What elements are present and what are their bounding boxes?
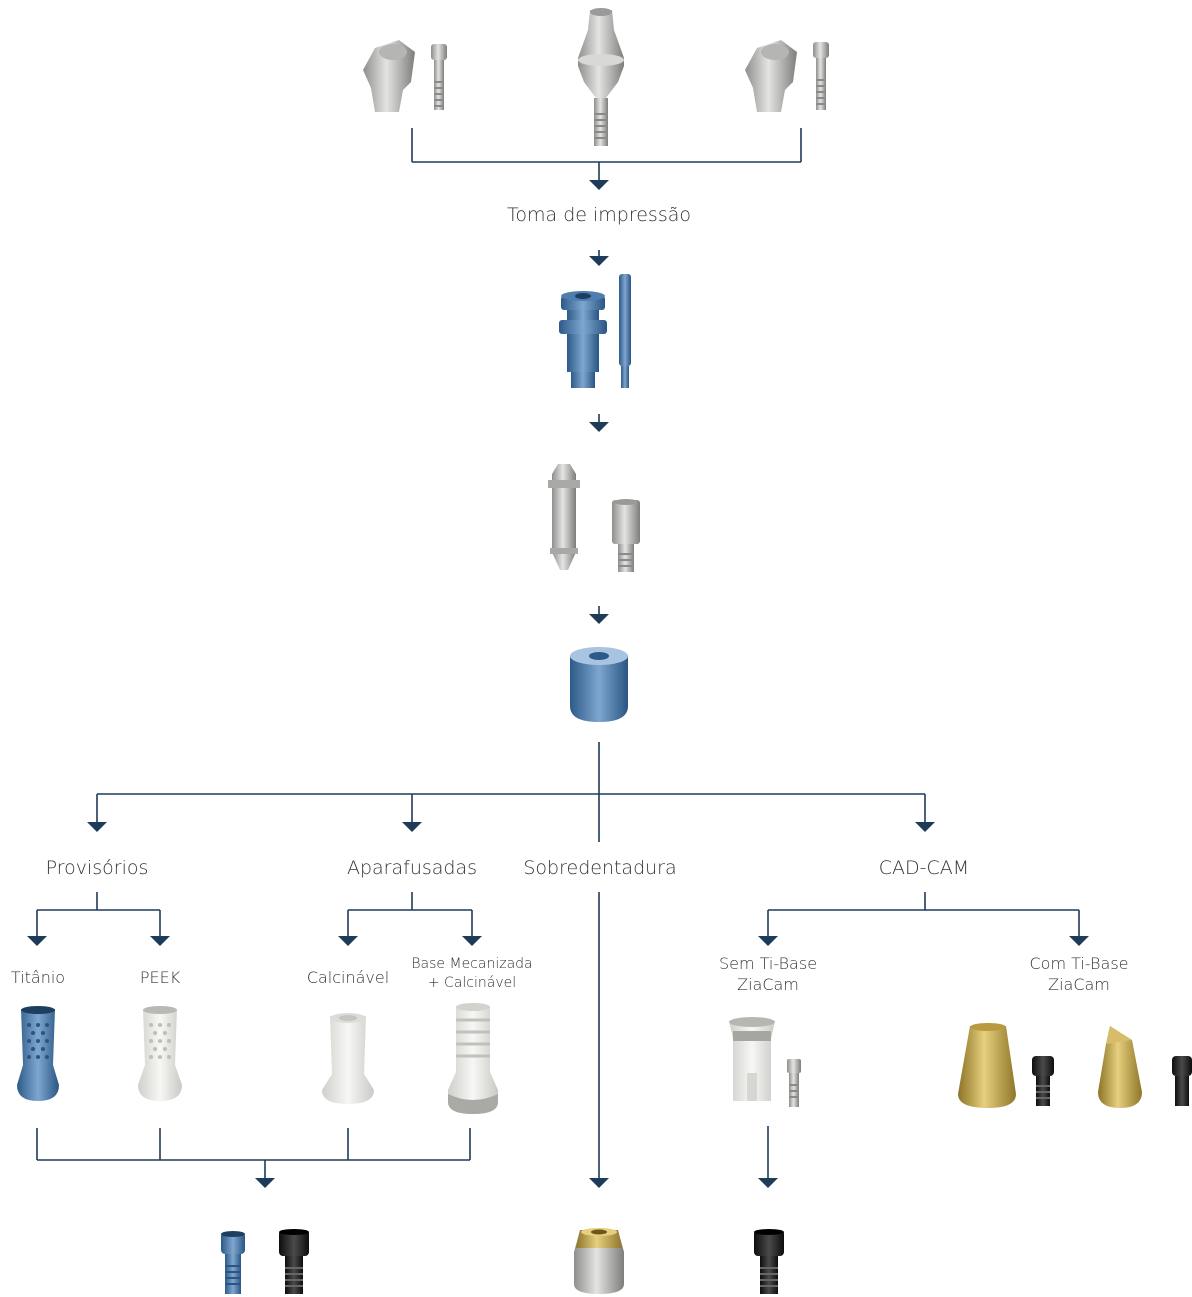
straight-abutment-icon — [578, 8, 624, 146]
label-calcinavel: Calcinável — [306, 968, 390, 987]
arrowhead — [27, 936, 47, 946]
label-sobredentadura: Sobredentadura — [523, 857, 677, 879]
arrowhead — [758, 936, 778, 946]
prosthetic-screw-icon — [221, 1229, 309, 1294]
arrowhead — [758, 1178, 778, 1188]
arrowhead — [589, 256, 609, 266]
arrowhead — [1069, 936, 1089, 946]
label-base-line2: + Calcinável — [427, 975, 517, 991]
titanium-cylinder-icon — [17, 1006, 59, 1101]
label-aparafusadas: Aparafusadas — [346, 857, 478, 879]
label-com-line2: ZiaCam — [1048, 975, 1110, 994]
peek-cylinder-icon — [138, 1006, 182, 1101]
arrowhead — [915, 822, 935, 832]
arrowhead — [589, 422, 609, 432]
arrowhead — [462, 936, 482, 946]
calcinable-cylinder-icon — [322, 1013, 374, 1104]
label-com-line1: Com Ti-Base — [1029, 954, 1129, 973]
arrowhead — [150, 936, 170, 946]
no-tibase-abutment-icon — [729, 1017, 801, 1107]
overdenture-attachment-icon — [574, 1228, 624, 1294]
arrowhead — [255, 1178, 275, 1188]
healing-cap-icon — [570, 647, 628, 722]
arrowhead — [589, 1178, 609, 1188]
analog-icon — [548, 464, 640, 572]
arrowhead — [589, 614, 609, 624]
label-base-mecanizada: Base Mecanizada + Calcinável — [411, 955, 532, 993]
impression-transfer-icon — [559, 274, 631, 388]
label-peek: PEEK — [139, 968, 181, 987]
label-provisorios: Provisórios — [45, 857, 149, 879]
label-sem-line2: ZiaCam — [737, 975, 799, 994]
label-com-ti-base: Com Ti-Base ZiaCam — [1029, 953, 1128, 995]
arrowhead — [338, 936, 358, 946]
angled-abutment-and-screw-icon-2 — [745, 40, 829, 112]
label-base-line1: Base Mecanizada — [411, 956, 533, 972]
label-toma-de-impressao: Toma de impressão — [507, 204, 691, 226]
label-sem-ti-base: Sem Ti-Base ZiaCam — [719, 953, 817, 995]
arrowhead — [87, 822, 107, 832]
label-cad-cam: CAD-CAM — [878, 857, 970, 879]
arrowhead — [589, 180, 609, 190]
machined-base-calcinable-icon — [448, 1003, 498, 1114]
arrowhead — [402, 822, 422, 832]
tibase-abutment-icon — [958, 1023, 1192, 1108]
label-sem-line1: Sem Ti-Base — [718, 954, 818, 973]
black-screw-icon — [754, 1229, 784, 1294]
angled-abutment-and-screw-icon — [363, 40, 447, 112]
label-titanio: Titânio — [10, 968, 66, 987]
